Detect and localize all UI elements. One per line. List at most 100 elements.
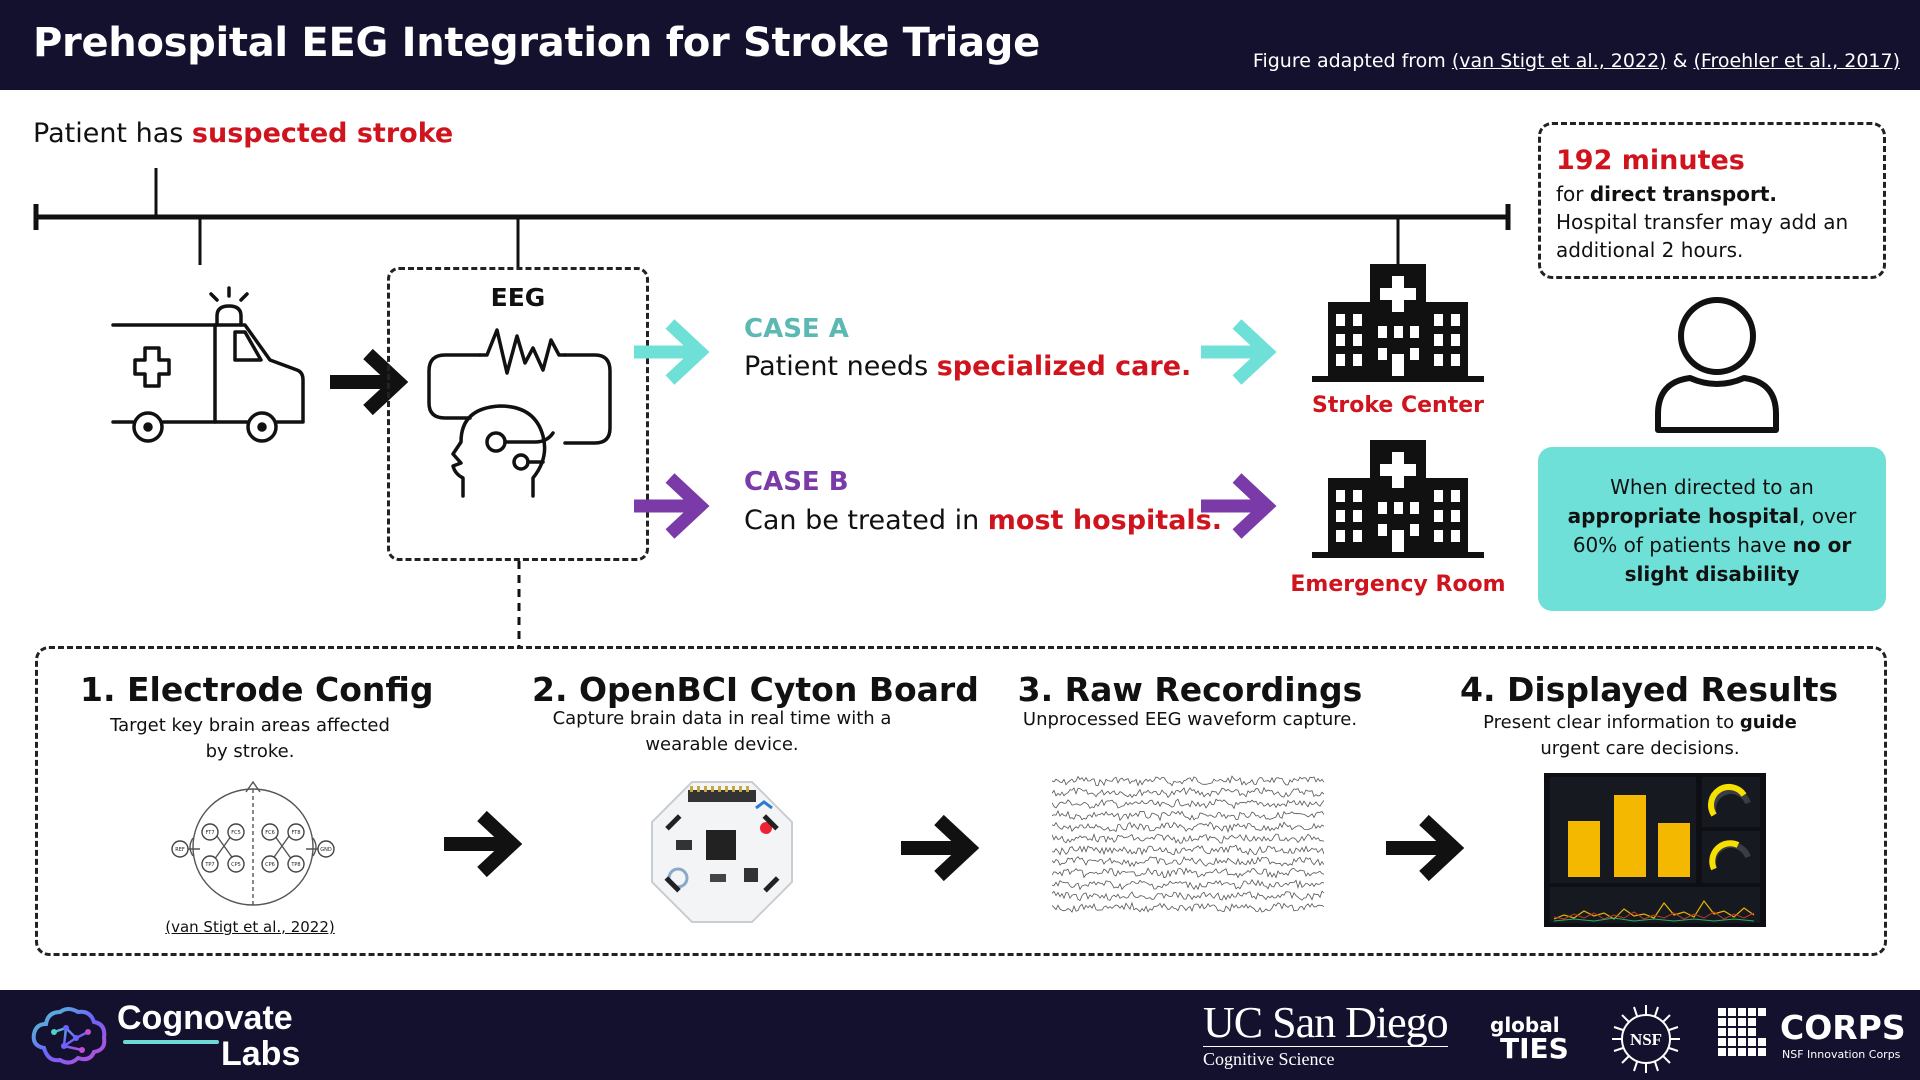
timeline-axis [33,168,1511,267]
electrode-label: CP6 [265,862,275,868]
transport-line-1-bold: direct transport. [1589,182,1777,206]
corps-text: CORPS [1780,1008,1906,1047]
ucsd-name: UC San Diego [1203,998,1449,1047]
case-a-prefix: Patient needs [744,351,937,382]
step-4-desc-prefix: Present clear information to [1483,712,1740,733]
ties-line-2: TIES [1500,1032,1569,1065]
arrow-right-icon [444,810,522,878]
outcome-line-4: slight disability [1538,560,1886,589]
outcome-callout: When directed to an appropriate hospital… [1538,447,1886,611]
case-b-description: Can be treated in most hospitals. [744,505,1222,536]
brand-line-2: Labs [221,1035,301,1073]
outcome-line-2-bold: appropriate hospital [1567,504,1799,528]
footer-bar [0,990,1920,1080]
electrode-label: CP5 [231,862,241,868]
eeg-trace-line [1052,890,1324,902]
outcome-line-1: When directed to an [1610,475,1814,499]
step-4-desc-line-1: Present clear information to guide [1460,710,1820,736]
eeg-trace-line [1052,867,1324,879]
electrode-label: GND [320,847,332,853]
electrode-label: TP7 [204,862,214,868]
person-icon [1655,297,1779,433]
step-4-title: 4. Displayed Results [1460,670,1839,709]
electrode-label: FC5 [231,830,241,836]
results-dashboard-image [1544,773,1766,927]
eeg-device-box [387,267,649,561]
step-2-desc-line-2: wearable device. [645,734,799,755]
emergency-room-label: Emergency Room [1290,572,1506,597]
case-b-label: CASE B [744,467,849,497]
transport-line-2: Hospital transfer may add an [1556,210,1849,234]
page-title: Prehospital EEG Integration for Stroke T… [33,20,1040,66]
outcome-line-3: 60% of patients have no or [1538,531,1886,560]
pipeline-steps-box [35,646,1887,956]
eeg-trace-line [1052,833,1324,844]
case-a-description: Patient needs specialized care. [744,351,1191,382]
brand-line-1: Cognovate [117,999,293,1037]
outcome-line-3-prefix: 60% of patients have [1572,533,1793,557]
outcome-line-2: appropriate hospital, over [1538,502,1886,531]
electrode-label: FT8 [291,830,300,836]
eeg-to-steps-connector [517,561,521,647]
outcome-line-4-bold: slight disability [1624,562,1800,586]
eeg-head-icon [427,328,612,498]
eeg-label: EEG [490,283,546,312]
outcome-line-2-rest: , over [1799,504,1857,528]
openbci-board-image [651,781,793,923]
cognovate-brain-logo-icon [31,1007,107,1065]
step-1-desc-line-2: by stroke. [205,741,295,762]
attribution-prefix: Figure adapted from [1252,50,1452,72]
hospital-icon [1312,440,1484,558]
transport-time-box: 192 minutes for direct transport. Hospit… [1538,122,1886,279]
hospital-icon [1312,264,1484,382]
global-ties-logo: global TIES [1490,1013,1569,1065]
attribution-and: & [1666,50,1694,72]
step-1-description: Target key brain areas affected by strok… [80,713,420,765]
raw-eeg-waveform-image [1052,775,1324,913]
eeg-trace-line [1052,878,1324,891]
eeg-trace-line [1052,775,1324,787]
step-3-description: Unprocessed EEG waveform capture. [1022,709,1358,730]
case-b-prefix: Can be treated in [744,505,988,536]
step-4-description: Present clear information to guide urgen… [1460,710,1820,762]
header-bar [0,0,1920,90]
eeg-trace-line [1052,901,1324,913]
corps-subtitle: NSF Innovation Corps [1782,1048,1901,1061]
step-1-citation-link[interactable]: (van Stigt et al., 2022) [165,918,335,936]
patient-status-line: Patient has suspected stroke [33,118,453,149]
stroke-center-label: Stroke Center [1312,393,1484,418]
citation-link-froehler[interactable]: (Froehler et al., 2017) [1693,50,1900,72]
case-b-to-emergency-room-arrow-icon [1201,473,1277,539]
step-1-title: 1. Electrode Config [80,670,434,709]
transport-minutes: 192 minutes [1556,145,1745,176]
eeg-trace-line [1052,821,1324,833]
ambulance-icon [111,286,305,443]
eeg-trace-line [1052,786,1324,799]
step-2-desc-line-1: Capture brain data in real time with a [552,708,892,729]
nsf-seal-icon: NSF [1612,1005,1680,1073]
step-3-title: 3. Raw Recordings [1017,670,1363,709]
step-2-title: 2. OpenBCI Cyton Board [532,670,979,709]
case-b-highlight: most hospitals. [987,505,1222,536]
case-b-arrow-icon [634,473,710,539]
ties-line-1: global [1490,1013,1560,1037]
icorps-grid-icon [1718,1008,1766,1056]
transport-line-1-prefix: for [1556,182,1590,206]
arrow-right-icon [901,814,979,882]
eeg-trace-line [1052,844,1324,856]
patient-prefix: Patient has [33,118,192,149]
citation-link-van-stigt[interactable]: (van Stigt et al., 2022) [1451,50,1667,72]
step-4-desc-bold: guide [1739,712,1797,733]
ucsd-logo: UC San Diego Cognitive Science [1203,998,1449,1070]
electrode-label: FT7 [205,830,214,836]
case-a-highlight: specialized care. [936,351,1192,382]
suspected-stroke-highlight: suspected stroke [191,118,454,149]
step-2-description: Capture brain data in real time with a w… [532,706,912,758]
electrode-label: REF [175,847,185,853]
electrode-label: TP8 [290,862,300,868]
brand-accent-bar [123,1040,219,1044]
nsf-text: NSF [1630,1030,1662,1049]
arrow-right-icon [1386,814,1464,882]
transport-line-1: for direct transport. [1556,180,1883,208]
case-a-arrow-icon [634,319,710,385]
